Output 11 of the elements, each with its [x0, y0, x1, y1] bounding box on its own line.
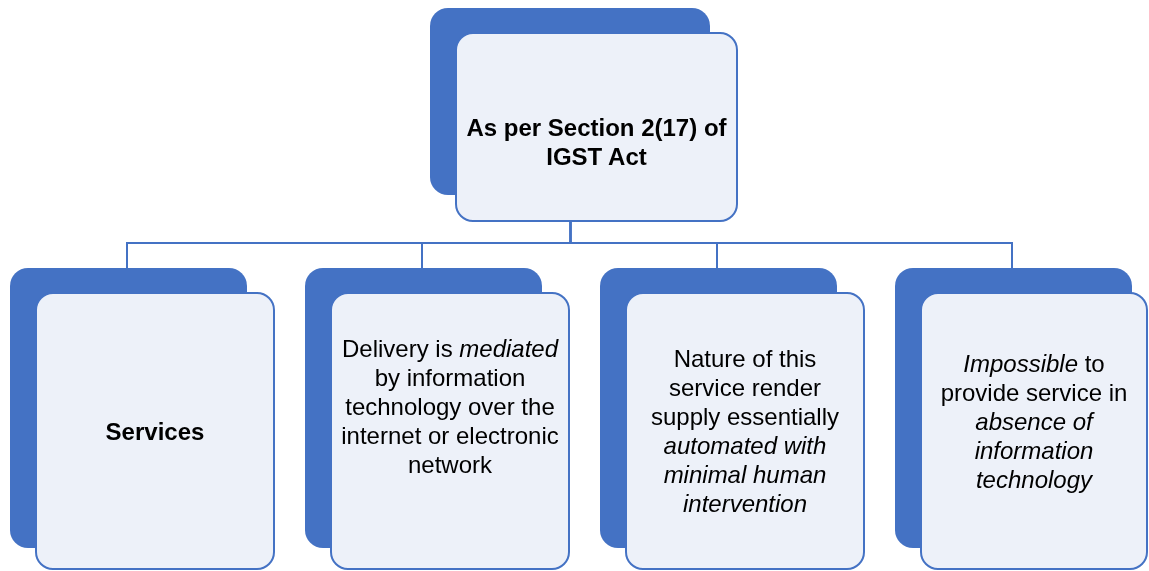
- text-box: [920, 292, 1148, 570]
- connector-line: [569, 221, 1013, 269]
- text-box: [455, 32, 738, 222]
- heading-text: As per Section 2(17) of IGST Act: [465, 113, 728, 171]
- description-text: Delivery is mediated by information technology over the internet or electronic network: [340, 333, 560, 479]
- text-box: [35, 292, 275, 570]
- description-text: Services: [104, 416, 206, 446]
- description-text: Impossible to provide service in absence of information technology: [939, 348, 1129, 494]
- text-box: [625, 292, 865, 570]
- text-box: [330, 292, 570, 570]
- description-text: Nature of this service render supply essentially automated with minimal human intervention: [649, 344, 841, 518]
